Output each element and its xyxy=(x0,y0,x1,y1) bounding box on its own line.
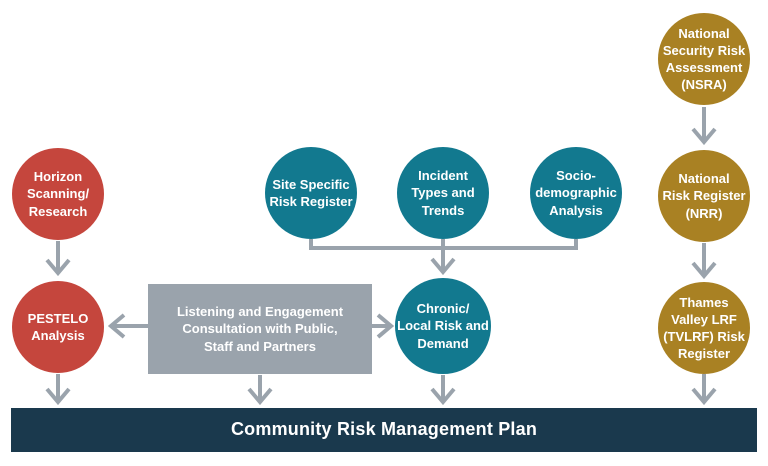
node-label: Horizon Scanning/ Research xyxy=(26,169,90,219)
community-risk-management-plan-bar: Community Risk Management Plan xyxy=(11,408,757,452)
bar-title: Community Risk Management Plan xyxy=(230,419,538,440)
node-label: Socio- demographic Analysis xyxy=(535,168,617,218)
node-pestelo-analysis: PESTELO Analysis xyxy=(12,281,104,373)
node-national-risk-register: National Risk Register (NRR) xyxy=(658,150,750,242)
node-socio-demographic-analysis: Socio- demographic Analysis xyxy=(530,147,622,239)
node-site-specific-risk-register: Site Specific Risk Register xyxy=(265,147,357,239)
node-label: Incident Types and Trends xyxy=(411,168,475,218)
node-thames-valley-lrf-risk-register: Thames Valley LRF (TVLRF) Risk Register xyxy=(658,282,750,374)
node-label: Site Specific Risk Register xyxy=(269,176,353,209)
node-label: Listening and Engagement Consultation wi… xyxy=(176,304,344,354)
node-label: National Risk Register (NRR) xyxy=(662,171,746,221)
node-label: Thames Valley LRF (TVLRF) Risk Register xyxy=(663,294,745,362)
node-listening-and-engagement: Listening and Engagement Consultation wi… xyxy=(148,284,372,374)
node-label: PESTELO Analysis xyxy=(27,310,89,343)
node-label: Chronic/ Local Risk and Demand xyxy=(397,301,489,351)
node-national-security-risk-assessment: National Security Risk Assessment (NSRA) xyxy=(658,13,750,105)
node-label: National Security Risk Assessment (NSRA) xyxy=(662,25,746,93)
node-horizon-scanning-research: Horizon Scanning/ Research xyxy=(12,148,104,240)
node-incident-types-and-trends: Incident Types and Trends xyxy=(397,147,489,239)
node-chronic-local-risk-and-demand: Chronic/ Local Risk and Demand xyxy=(395,278,491,374)
